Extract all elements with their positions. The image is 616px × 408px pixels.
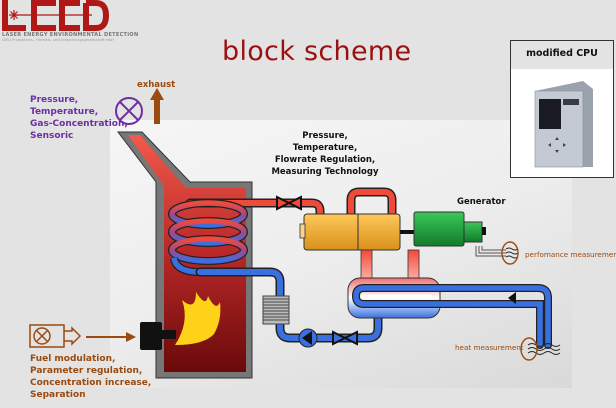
- exhaust-label: exhaust: [137, 80, 176, 90]
- cpu-box: modified CPU: [510, 40, 614, 178]
- logo-tagline: LEED Produktions-, Handels- und Entwickl…: [2, 38, 114, 42]
- generator: [413, 211, 486, 247]
- cpu-device-icon: [534, 81, 593, 168]
- page-title: block scheme: [222, 36, 412, 67]
- heat-measurement-label: heat measurement: [455, 343, 524, 352]
- logo-laser-star: [9, 10, 19, 20]
- cold-water-pipe: [195, 267, 383, 343]
- cpu-title: modified CPU: [526, 48, 598, 59]
- valve-top-icon: [276, 195, 302, 211]
- gas-sensor-icon: [115, 97, 143, 125]
- generator-label: Generator: [457, 197, 506, 207]
- fuel-label: Fuel modulation, Parameter regulation, C…: [30, 354, 152, 400]
- fuel-arrow: [86, 332, 136, 342]
- cpu-screen: [539, 99, 561, 129]
- heating-circuit-pipe: [351, 284, 552, 349]
- exhaust-arrow: [150, 88, 164, 124]
- hot-steam-pipe: [185, 187, 397, 219]
- performance-sensor-ring: [501, 241, 519, 265]
- turbine-shaft: [400, 230, 416, 234]
- flame-icon: [175, 292, 221, 345]
- radiator-icon: [262, 295, 290, 325]
- fuel-control-icon: [29, 324, 82, 348]
- burner: [140, 322, 162, 350]
- turbine: [299, 213, 401, 251]
- performance-wires: [475, 246, 519, 259]
- pump-icon: [298, 328, 318, 348]
- flow-direction-arrow: [508, 292, 516, 304]
- logo-letter-l: [2, 0, 26, 31]
- logo: [2, 0, 110, 31]
- logo-letter-d: [83, 0, 110, 31]
- measuring-label: Pressure, Temperature, Flowrate Regulati…: [271, 131, 379, 177]
- cpu-nav-buttons: [548, 137, 566, 153]
- condensate-risers: [360, 249, 420, 281]
- heat-wires: [527, 343, 561, 355]
- heat-sensor-ring: [520, 337, 538, 361]
- sensor-params-label: Pressure, Temperature, Gas-Concentration…: [30, 95, 128, 141]
- performance-measurement-label: perfomance measurement: [525, 250, 616, 259]
- valve-bottom-icon: [332, 330, 358, 346]
- logo-subtitle: LASER ENERGY ENVIRONMENTAL DETECTION: [2, 32, 139, 38]
